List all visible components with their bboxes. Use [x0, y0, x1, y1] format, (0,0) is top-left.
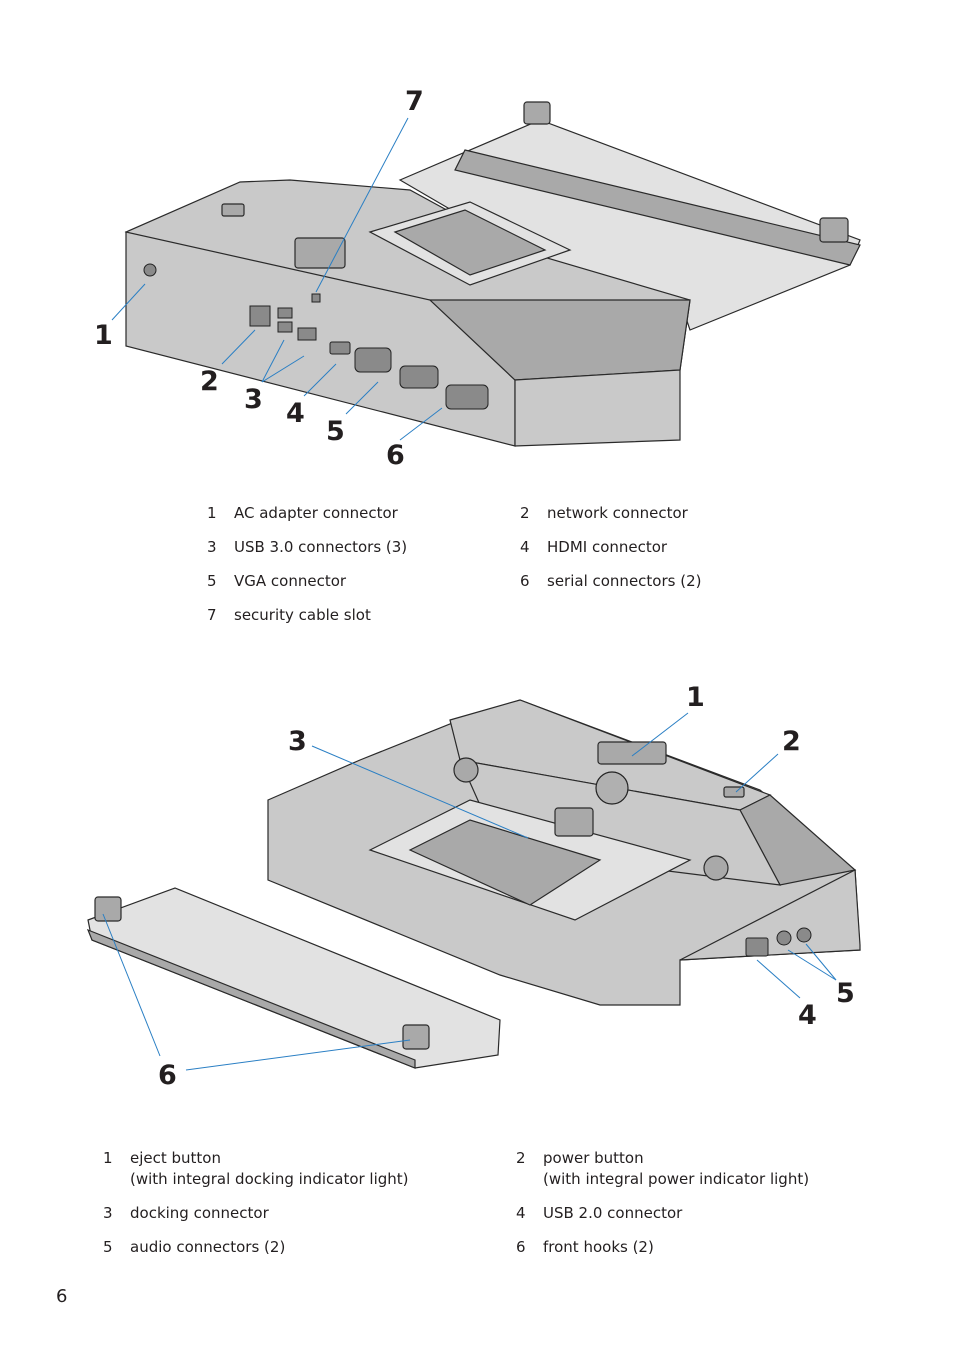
callout-7: 7	[405, 86, 424, 117]
callout-3: 3	[244, 384, 263, 415]
callout-5: 5	[326, 416, 345, 447]
callout-4: 4	[286, 398, 305, 429]
callout-1: 1	[686, 682, 705, 713]
page-number: 6	[56, 1286, 68, 1307]
callout-5: 5	[836, 978, 855, 1009]
callout-3: 3	[288, 726, 307, 757]
docking-station-rear-illustration	[111, 101, 861, 447]
callout-6: 6	[158, 1060, 177, 1091]
callout-4: 4	[798, 1000, 817, 1031]
figure-rear-view: 1 2 3 4 5 6 7	[0, 80, 954, 480]
figure-front-view: 1 2 3 4 5 6	[0, 684, 954, 1091]
docking-station-front-illustration	[86, 699, 861, 1071]
callout-2: 2	[782, 726, 801, 757]
callout-6: 6	[386, 440, 405, 471]
callout-2: 2	[200, 366, 219, 397]
callout-1: 1	[94, 320, 113, 351]
